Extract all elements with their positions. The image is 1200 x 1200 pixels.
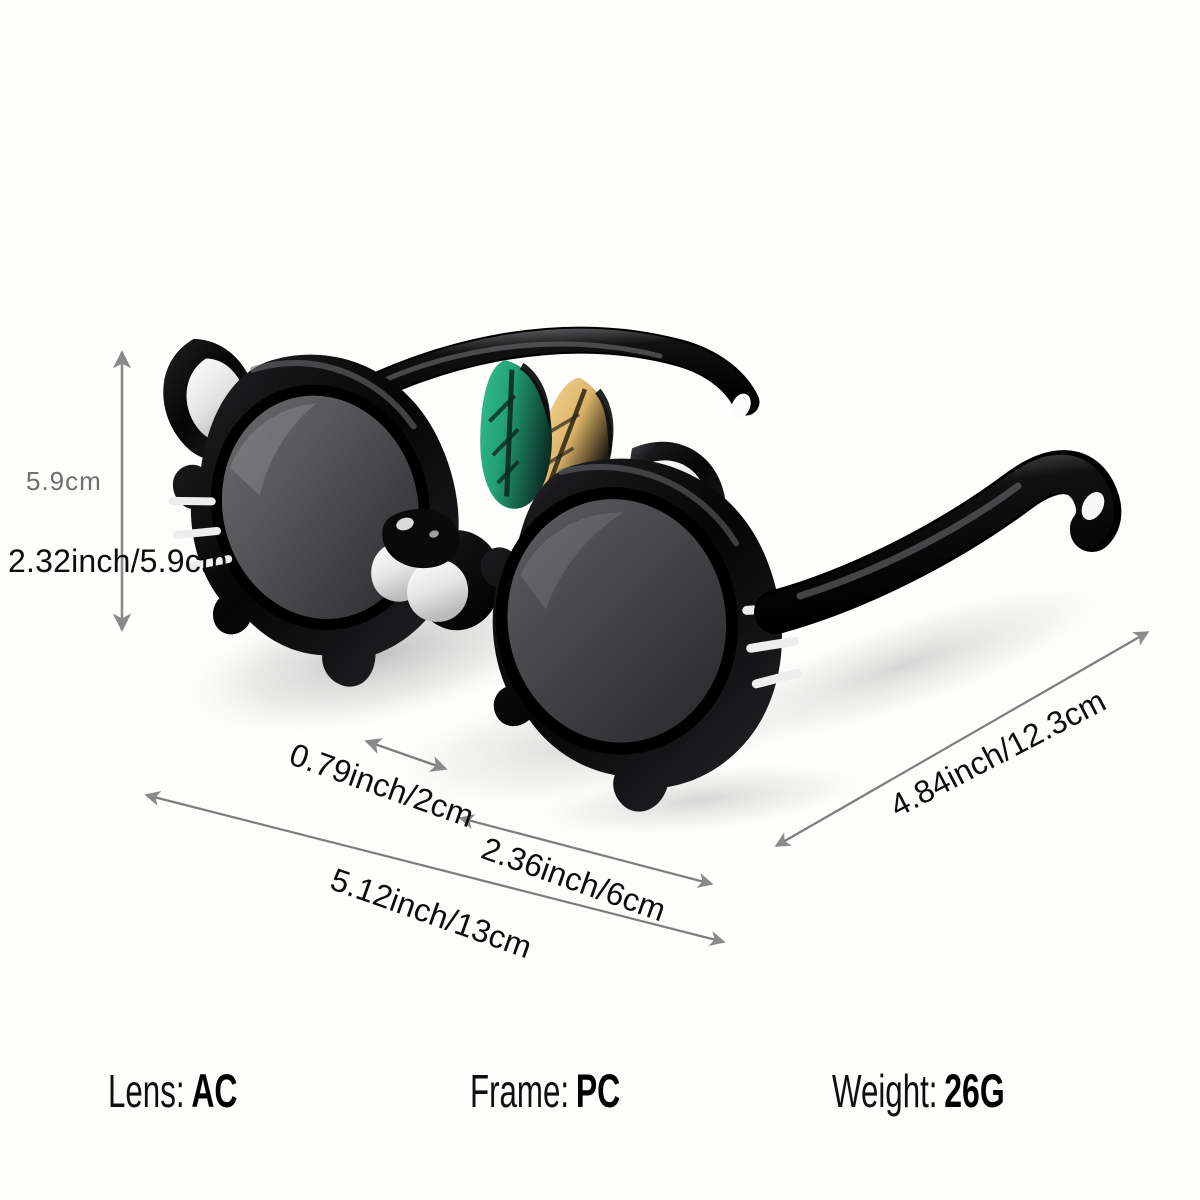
spec-frame-value: PC (575, 1064, 621, 1117)
spec-lens-value: AC (191, 1064, 238, 1117)
right-eye-frame (480, 441, 802, 812)
temple-arm-left (316, 326, 760, 424)
spec-weight-value: 26G (944, 1064, 1005, 1117)
spec-lens: Lens: AC (108, 1063, 237, 1118)
nose-bridge-muzzle (371, 509, 501, 631)
whiskers-left (168, 496, 233, 571)
spec-frame: Frame: PC (470, 1063, 620, 1118)
spec-row: Lens: AC Frame: PC Weight: 26G (0, 1063, 1200, 1133)
spec-weight: Weight: 26G (832, 1063, 1005, 1118)
spec-frame-key: Frame: (470, 1065, 570, 1117)
spec-weight-key: Weight: (832, 1065, 938, 1117)
dimension-label-height-cm: 5.9cm (26, 466, 102, 496)
spec-lens-key: Lens: (108, 1065, 185, 1117)
temple-arm-right (754, 450, 1122, 634)
dimension-label-height-full: 2.32inch/5.9cm (8, 543, 228, 579)
